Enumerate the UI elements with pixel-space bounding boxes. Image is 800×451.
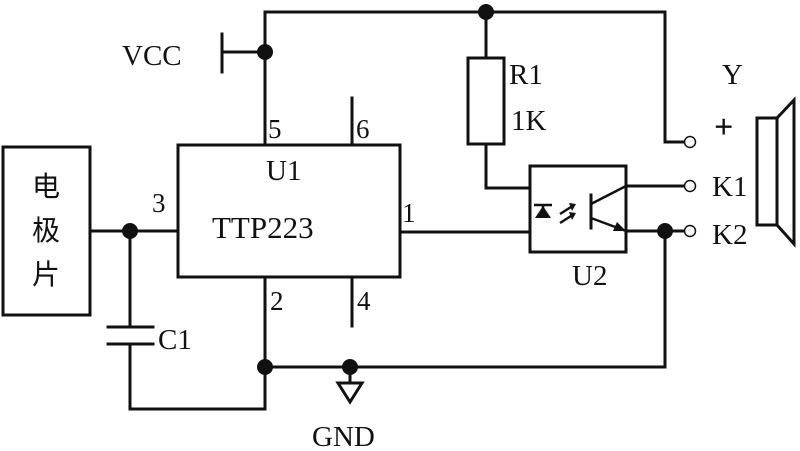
u1-chip	[176, 143, 402, 279]
u2-led-icon	[534, 203, 576, 225]
junction-k2	[657, 223, 673, 239]
junction-gnd	[342, 359, 358, 375]
electrode-plate	[1, 145, 92, 317]
u2-ref-label: U2	[572, 260, 607, 292]
resistor-r1	[466, 56, 506, 146]
u1-pin3-label: 3	[152, 188, 166, 218]
k1-label: K1	[712, 171, 747, 203]
r1-value-label: 1K	[511, 105, 547, 137]
u1-pin2-label: 2	[270, 286, 284, 316]
terminal-k2	[683, 224, 697, 238]
ground-symbol	[335, 381, 365, 405]
junction-gnd-left	[257, 359, 273, 375]
gnd-label: GND	[312, 421, 375, 451]
electrode-label-char-1: 电	[32, 170, 60, 203]
u1-pin6-label: 6	[356, 114, 370, 144]
speaker-icon	[755, 96, 796, 248]
vcc-label: VCC	[122, 40, 182, 72]
c1-label: C1	[158, 324, 192, 356]
wire-u1-pin1-u2	[398, 216, 545, 234]
wire-top-rail	[263, 10, 692, 144]
electrode-label-char-3: 片	[32, 258, 60, 291]
u1-pin4-label: 4	[357, 286, 371, 316]
k2-label: K2	[712, 219, 747, 251]
junctions	[122, 4, 673, 375]
r1-ref-label: R1	[509, 59, 543, 91]
junction-top-r1	[478, 4, 494, 20]
plus-label: +	[714, 109, 733, 146]
wires	[88, 10, 692, 411]
u1-part-label: TTP223	[212, 210, 314, 245]
u1-pin5-label: 5	[268, 114, 282, 144]
wire-gnd-rail	[263, 229, 667, 369]
wire-c1-bottom	[128, 275, 267, 411]
junction-c1	[122, 223, 138, 239]
junction-vcc	[257, 44, 273, 60]
u2-optocoupler	[528, 164, 628, 254]
terminal-y	[683, 135, 697, 149]
u1-pin1-label: 1	[402, 198, 416, 228]
capacitor-c1	[106, 325, 155, 346]
terminal-k1	[683, 179, 697, 193]
y-label: Y	[722, 59, 743, 91]
u1-ref-label: U1	[266, 155, 301, 187]
electrode-label-char-2: 极	[32, 214, 60, 247]
u2-phototransistor-icon	[589, 184, 627, 233]
